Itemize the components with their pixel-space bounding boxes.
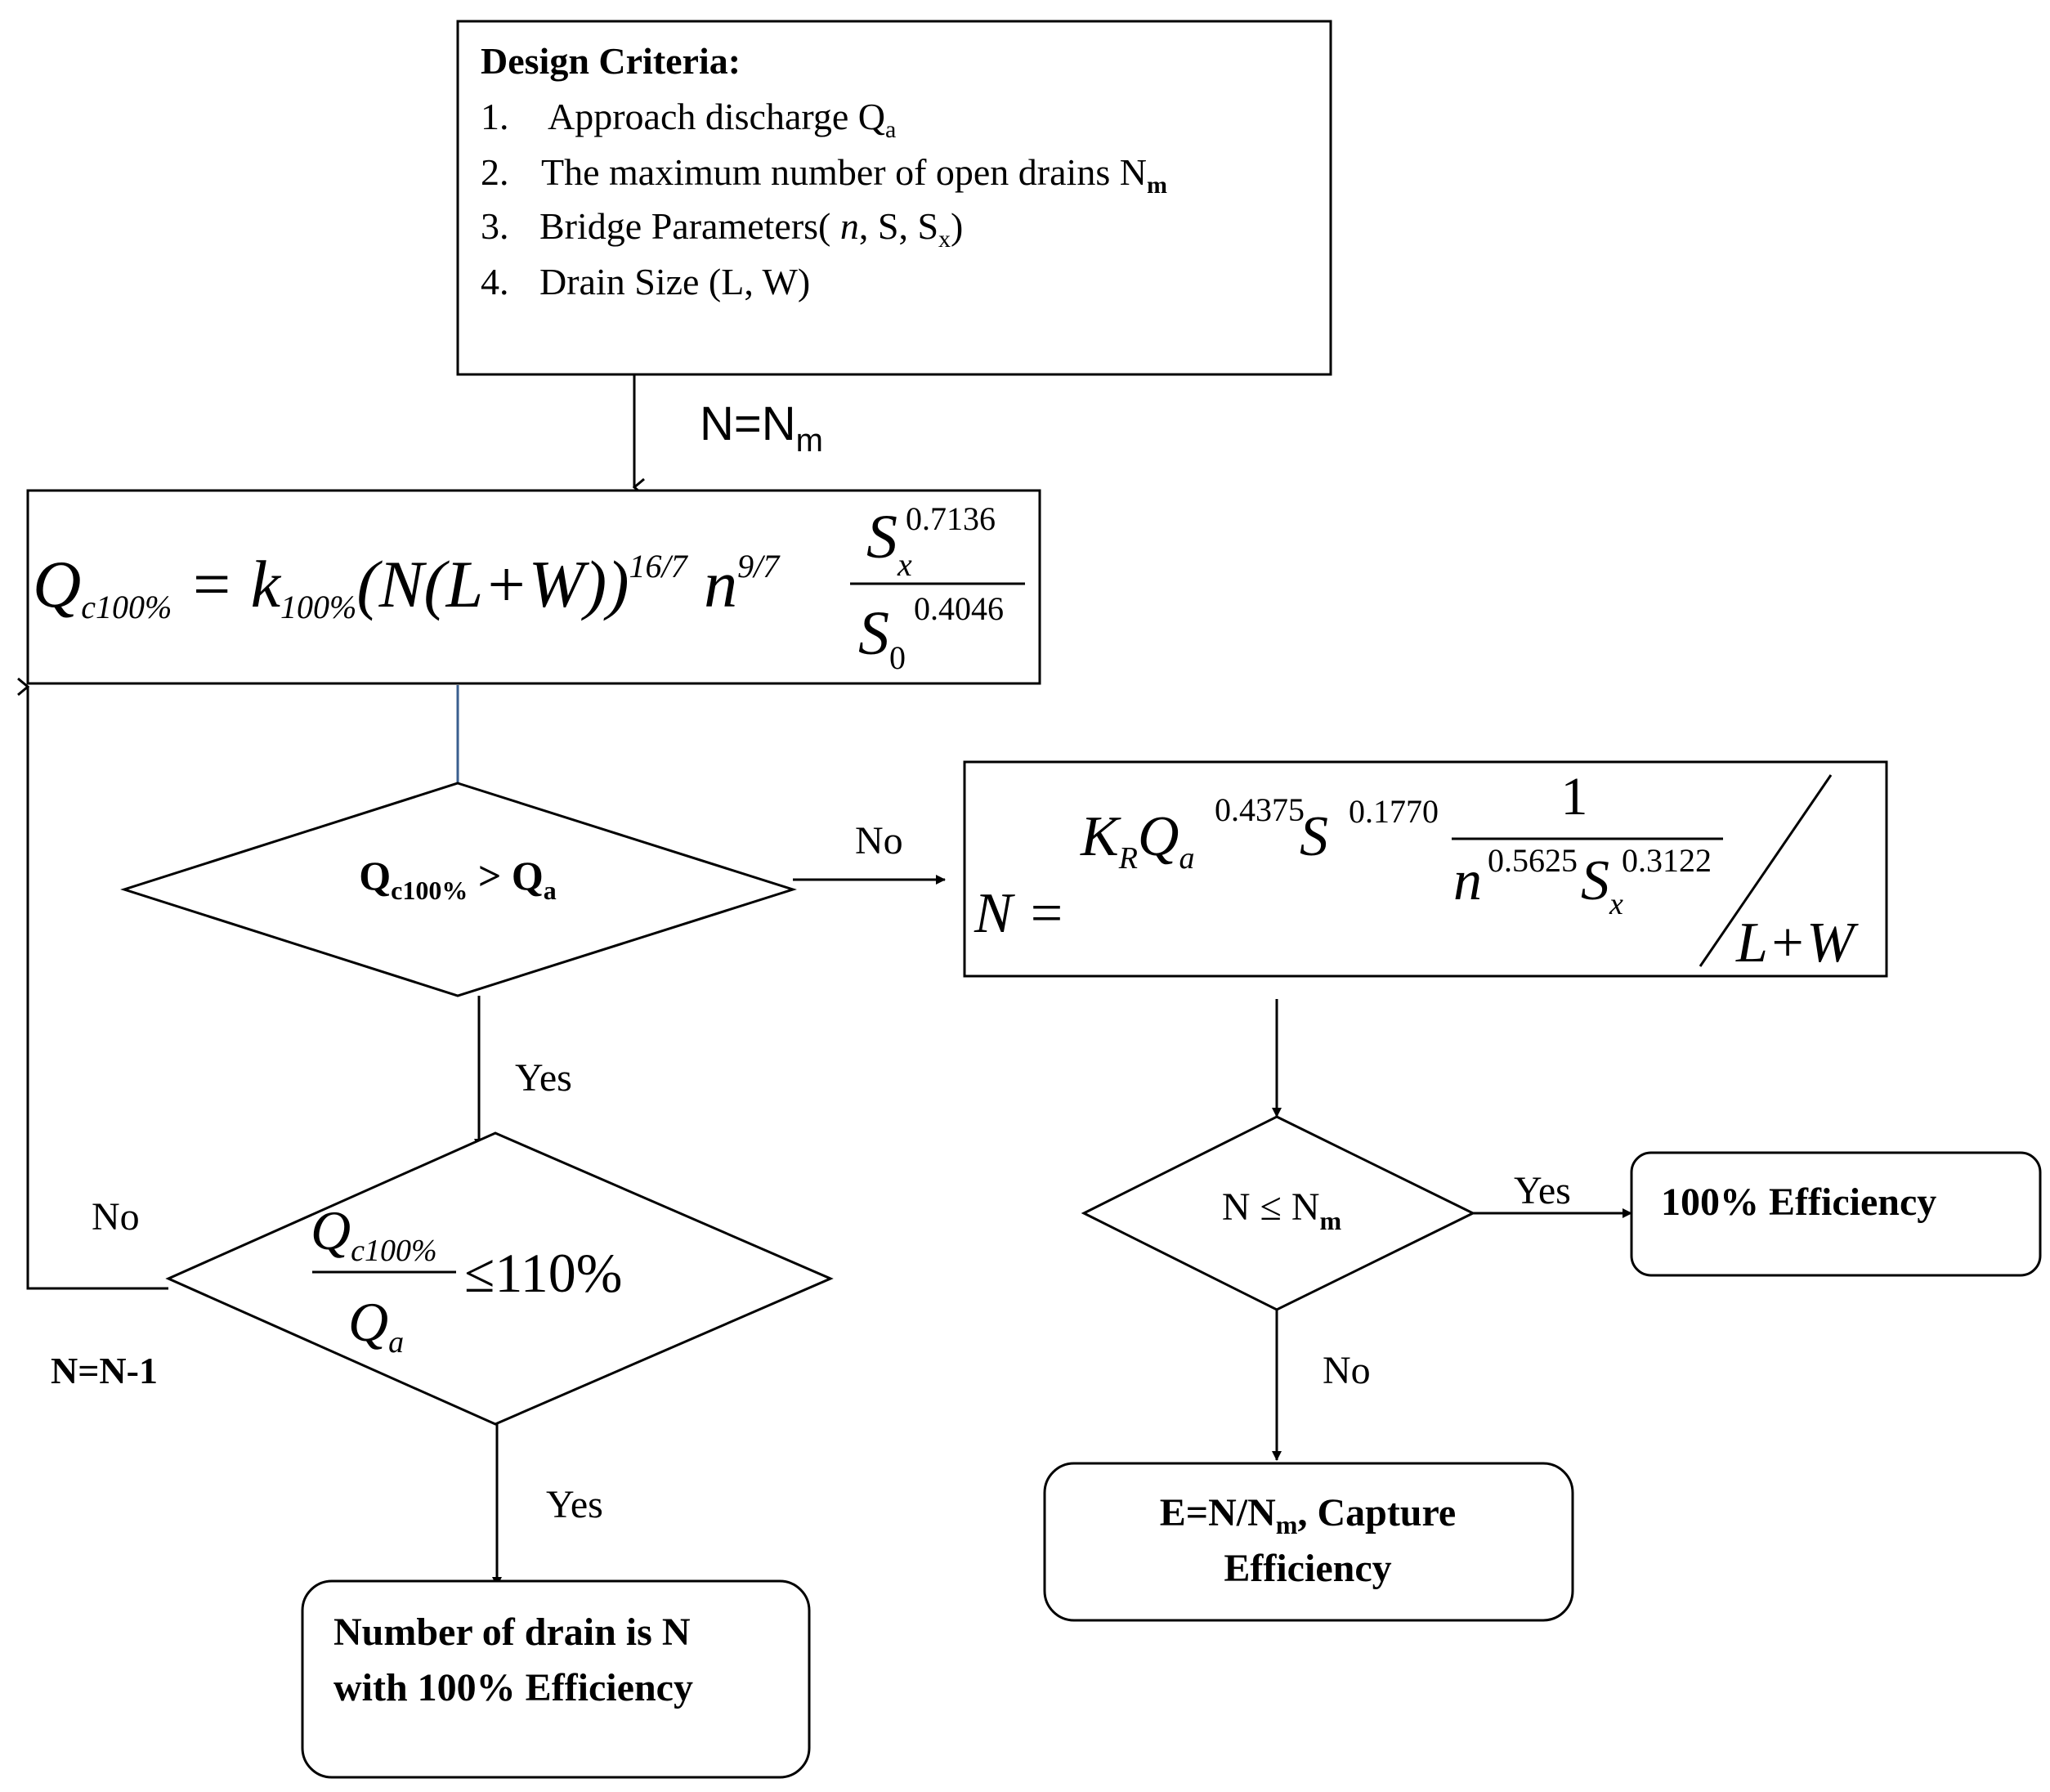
edge-decision2-no-loop [28, 687, 168, 1290]
criteria-item-2: 2. The maximum number of open drains Nm [481, 151, 1167, 199]
capacity-formula: Qc100% = k100%(N(L+W))16/7 n9/7 [33, 547, 781, 625]
required-drains-formula-box: N = KRQa 0.4375 S 0.1770 1 n 0.5625 Sx 0… [963, 760, 1888, 978]
decision-within-110: Qc100% Qa ≤110% [165, 1131, 834, 1426]
label-no-3: No [1323, 1349, 1371, 1392]
design-criteria-box: Design Criteria: 1. Approach discharge Q… [456, 20, 1332, 376]
result-number-of-drains: Number of drain is N with 100% Efficienc… [301, 1579, 811, 1779]
label-yes-1: Yes [515, 1056, 572, 1100]
svg-text:Efficiency: Efficiency [1224, 1547, 1391, 1590]
svg-text:n: n [1453, 849, 1482, 912]
svg-text:The maximum number of open dra: The maximum number of open drains Nm [541, 151, 1167, 199]
label-decrement: N=N-1 [51, 1350, 158, 1391]
svg-text:Approach discharge Qa: Approach discharge Qa [548, 96, 896, 143]
formula1-denominator: S0 [858, 599, 906, 676]
result-full-efficiency: 100% Efficiency [1630, 1151, 2042, 1277]
decision2-numerator: Qc100% [311, 1199, 437, 1268]
svg-text:0.1770: 0.1770 [1349, 793, 1439, 830]
label-yes-3: Yes [1514, 1169, 1571, 1212]
criteria-item-3: 3. Bridge Parameters( n, S, Sx) [481, 205, 963, 253]
svg-text:with 100% Efficiency: with 100% Efficiency [333, 1666, 693, 1709]
svg-text:0.3122: 0.3122 [1622, 842, 1712, 879]
criteria-item-4: 4. Drain Size (L, W) [481, 261, 810, 302]
svg-text:S: S [1300, 805, 1328, 868]
formula2-division-slash [1699, 774, 1833, 967]
label-no-1: No [855, 819, 903, 862]
svg-text:0.7136: 0.7136 [906, 500, 996, 537]
svg-text:0.4375: 0.4375 [1215, 791, 1305, 828]
result-capture-efficiency: E=N/Nm, Capture Efficiency [1043, 1462, 1574, 1622]
svg-text:2.: 2. [481, 151, 509, 193]
decision-within-max: N ≤ Nm [1081, 1115, 1476, 1311]
decision2-rhs: ≤110% [464, 1242, 622, 1304]
svg-text:3.: 3. [481, 205, 509, 247]
formula2-numerator: KRQa [1080, 805, 1194, 876]
svg-text:E=N/Nm, Capture: E=N/Nm, Capture [1160, 1491, 1456, 1539]
svg-text:100% Efficiency: 100% Efficiency [1661, 1180, 1936, 1224]
svg-text:Number of drain is N: Number of drain is N [333, 1611, 691, 1654]
decision2-denominator: Qa [348, 1291, 404, 1360]
svg-text:Bridge Parameters( n, S, Sx): Bridge Parameters( n, S, Sx) [539, 205, 963, 253]
criteria-item-1: 1. Approach discharge Qa [481, 96, 896, 143]
formula2-one: 1 [1561, 767, 1588, 827]
decision1-text: Qc100% > Qa [359, 853, 557, 905]
label-yes-2: Yes [546, 1483, 603, 1526]
svg-text:0.4046: 0.4046 [914, 590, 1004, 627]
decision-capacity-exceeds: Qc100% > Qa [120, 782, 797, 997]
decision3-text: N ≤ Nm [1222, 1185, 1342, 1235]
formula1-numerator: Sx [866, 503, 912, 583]
capacity-formula-box: Qc100% = k100%(N(L+W))16/7 n9/7 Sx 0.713… [26, 489, 1041, 685]
svg-text:1.: 1. [481, 96, 509, 137]
label-no-2: No [92, 1195, 140, 1239]
criteria-heading: Design Criteria: [481, 40, 741, 82]
formula2-lhs: N = [974, 882, 1065, 945]
svg-text:4.: 4. [481, 261, 509, 302]
formula2-denominator: L+W [1735, 912, 1859, 974]
init-label: N=Nm [700, 397, 823, 459]
formula2-sx: Sx [1581, 849, 1623, 921]
svg-text:Drain Size (L, W): Drain Size (L, W) [539, 261, 810, 302]
svg-text:0.5625: 0.5625 [1488, 842, 1578, 879]
